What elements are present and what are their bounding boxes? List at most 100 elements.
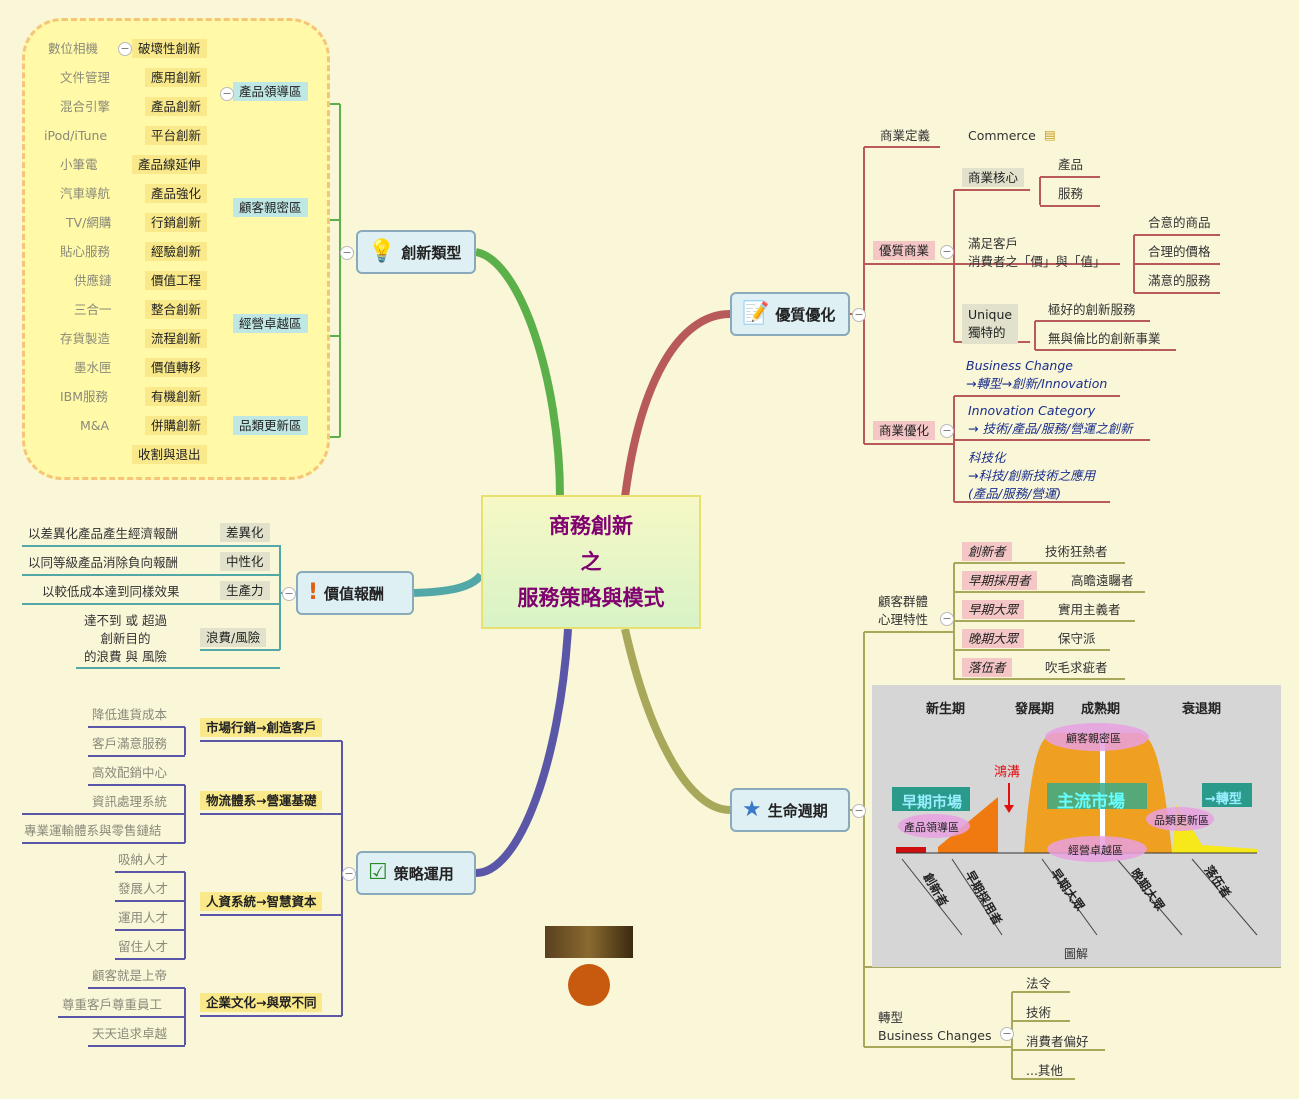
core-label[interactable]: 商業核心	[962, 168, 1025, 187]
innovation-mid[interactable]: 產品強化	[145, 184, 208, 203]
innovation-mid[interactable]: 應用創新	[145, 68, 208, 87]
collapse-toggle[interactable]: −	[940, 424, 954, 438]
psychology-label[interactable]: 顧客群體 心理特性	[878, 594, 929, 627]
innovation-mid[interactable]: 流程創新	[145, 329, 208, 348]
innovation-leaf: M&A	[80, 418, 110, 433]
value-leaf: 以差異化產品產生經濟報酬	[28, 526, 179, 541]
group-label[interactable]: 顧客親密區	[233, 198, 308, 217]
value-mid[interactable]: 生產力	[220, 581, 270, 600]
customer-trait: 技術狂熱者	[1045, 544, 1108, 559]
collapse-toggle[interactable]: −	[940, 245, 954, 259]
collapse-toggle[interactable]: −	[340, 246, 354, 260]
strategy-leaf: 資訊處理系統	[92, 794, 168, 809]
innovation-mid[interactable]: 產品創新	[145, 97, 208, 116]
strategy-leaf: 運用人才	[118, 910, 169, 925]
strategy-node[interactable]: ☑ 策略運用	[356, 851, 476, 895]
customer-trait: 保守派	[1058, 631, 1096, 646]
group-label[interactable]: 產品領導區	[233, 82, 308, 101]
innovation-leaf: 貼心服務	[60, 244, 111, 259]
innovation-leaf: 墨水匣	[74, 360, 112, 375]
innovation-leaf: 存貨製造	[60, 331, 111, 346]
collapse-toggle[interactable]: −	[220, 87, 234, 101]
premium-commerce[interactable]: 優質商業	[873, 241, 936, 260]
innovation-mid[interactable]: 破壞性創新	[132, 39, 207, 58]
innovation-mid[interactable]: 整合創新	[145, 300, 208, 319]
customer-group[interactable]: 早期採用者	[962, 571, 1037, 590]
zone-label: 顧客親密區	[1066, 732, 1121, 745]
innovation-leaf: iPod/iTune	[44, 128, 108, 143]
group-label[interactable]: 經營卓越區	[233, 314, 308, 333]
innovation-leaf: 供應鏈	[74, 273, 112, 288]
unique-item: 極好的創新服務	[1048, 302, 1136, 317]
value-leaf: 達不到 或 超過 創新目的 的浪費 與 風險	[84, 613, 167, 664]
collapse-toggle[interactable]: −	[852, 804, 866, 818]
innovation-mid[interactable]: 價值轉移	[145, 358, 208, 377]
collapse-toggle[interactable]: −	[342, 867, 356, 881]
unique-item: 無與倫比的創新事業	[1048, 331, 1161, 346]
customer-trait: 實用主義者	[1058, 602, 1121, 617]
studio-logo	[545, 926, 633, 958]
figure-caption: 圖解	[1064, 947, 1089, 961]
transform-item: 技術	[1026, 1005, 1052, 1020]
innovation-mid[interactable]: 經驗創新	[145, 242, 208, 261]
innovation-mid[interactable]: 產品線延伸	[132, 155, 207, 174]
value-mid[interactable]: 浪費/風險	[200, 628, 267, 647]
strategy-leaf: 尊重客戶尊重員工	[62, 997, 163, 1012]
collapse-toggle[interactable]: −	[282, 587, 296, 601]
collapse-toggle[interactable]: −	[852, 308, 866, 322]
strategy-group[interactable]: 市場行銷→創造客戶	[200, 718, 323, 737]
innovation-mid[interactable]: 有機創新	[145, 387, 208, 406]
optimization-item: Innovation Category → 技術/產品/服務/營運之創新	[968, 403, 1133, 436]
main-market-label: 主流市場	[1057, 792, 1125, 812]
collapse-toggle[interactable]: −	[1000, 1027, 1014, 1041]
innovation-mid[interactable]: 收割與退出	[132, 445, 207, 464]
value-mid[interactable]: 差異化	[220, 523, 270, 542]
strategy-group[interactable]: 人資系統→智慧資本	[200, 892, 323, 911]
customer-trait: 吹毛求疵者	[1045, 660, 1108, 675]
stage-label: 新生期	[926, 702, 966, 717]
customer-group[interactable]: 創新者	[962, 542, 1012, 561]
innovation-leaf: 小筆電	[60, 157, 98, 172]
innovation-mid[interactable]: 併購創新	[145, 416, 208, 435]
strategy-leaf: 高效配銷中心	[92, 765, 168, 780]
strategy-leaf: 留住人才	[118, 939, 169, 954]
definition-value[interactable]: Commerce	[968, 128, 1036, 143]
lifecycle-node[interactable]: ★ 生命週期	[730, 788, 850, 832]
core-item: 服務	[1058, 186, 1084, 201]
satisfy-label[interactable]: 滿足客戶 消費者之「價」與「值」	[968, 236, 1106, 269]
early-market-label: 早期市場	[902, 793, 963, 811]
strategy-leaf: 專業運輸體系與零售鏈結	[24, 823, 162, 838]
commerce-optimization[interactable]: 商業優化	[873, 421, 936, 440]
value-mid[interactable]: 中性化	[220, 552, 270, 571]
lifecycle-figure: 新生期 發展期 成熟期 衰退期 鴻溝 早期市場 主流市場 →轉型 顧客親密區 產…	[872, 685, 1281, 967]
strategy-leaf: 天天追求卓越	[92, 1026, 168, 1041]
optimization-item: 科技化 →科技/創新技術之應用 (產品/服務/營運)	[968, 450, 1096, 501]
customer-group[interactable]: 落伍者	[962, 658, 1012, 677]
transform-label[interactable]: 轉型 Business Changes	[878, 1010, 992, 1043]
innovation-mid[interactable]: 行銷創新	[145, 213, 208, 232]
innovation-mid[interactable]: 平台創新	[145, 126, 208, 145]
innovation-type-node[interactable]: 💡 創新類型	[356, 230, 476, 274]
customer-group[interactable]: 早期大眾	[962, 600, 1025, 619]
strategy-group[interactable]: 企業文化→與眾不同	[200, 993, 323, 1012]
strategy-leaf: 吸納人才	[118, 852, 169, 867]
note-icon[interactable]: ▤	[1044, 127, 1056, 142]
zone-label: 經營卓越區	[1068, 844, 1123, 857]
strategy-group[interactable]: 物流體系→營運基礎	[200, 791, 323, 810]
definition-label[interactable]: 商業定義	[880, 128, 931, 143]
collapse-toggle[interactable]: −	[940, 612, 954, 626]
collapse-toggle[interactable]: −	[118, 42, 132, 56]
value-return-node[interactable]: ! 價值報酬	[296, 571, 414, 615]
value-leaf: 以同等級產品消除負向報酬	[28, 555, 179, 570]
innovation-mid[interactable]: 價值工程	[145, 271, 208, 290]
unique-label[interactable]: Unique 獨特的	[962, 304, 1019, 344]
checkbox-icon: ☑	[368, 860, 388, 885]
transform-item: 法令	[1026, 976, 1052, 991]
customer-group[interactable]: 晚期大眾	[962, 629, 1025, 648]
central-topic[interactable]: 商務創新 之 服務策略與模式	[481, 495, 701, 629]
customer-trait: 高瞻遠矚者	[1071, 573, 1134, 588]
chasm-label: 鴻溝	[994, 765, 1021, 780]
quality-node[interactable]: 📝 優質優化	[730, 292, 850, 336]
innovation-leaf: 三合一	[74, 302, 112, 317]
group-label[interactable]: 品類更新區	[233, 416, 308, 435]
